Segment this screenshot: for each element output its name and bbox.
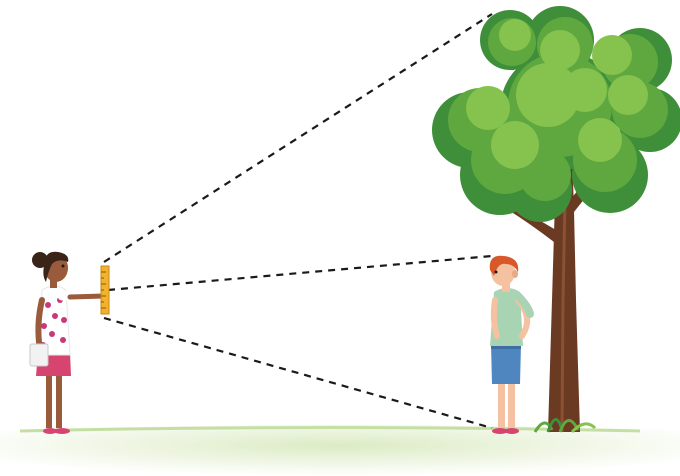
ground xyxy=(0,425,680,476)
girl xyxy=(29,251,107,434)
sight-line-to-tree-base xyxy=(103,316,493,430)
ruler xyxy=(100,265,110,315)
sight-line-to-boy-head xyxy=(107,254,493,292)
boy-shorts xyxy=(491,344,521,384)
sight-line-to-treetop xyxy=(103,13,493,263)
boy-hair xyxy=(489,255,519,276)
grass-tuft xyxy=(533,418,597,434)
tree-canopy xyxy=(432,6,680,222)
girl-notebook xyxy=(29,343,49,367)
sight-lines xyxy=(103,13,493,430)
boy xyxy=(489,255,534,434)
tree xyxy=(432,6,680,434)
